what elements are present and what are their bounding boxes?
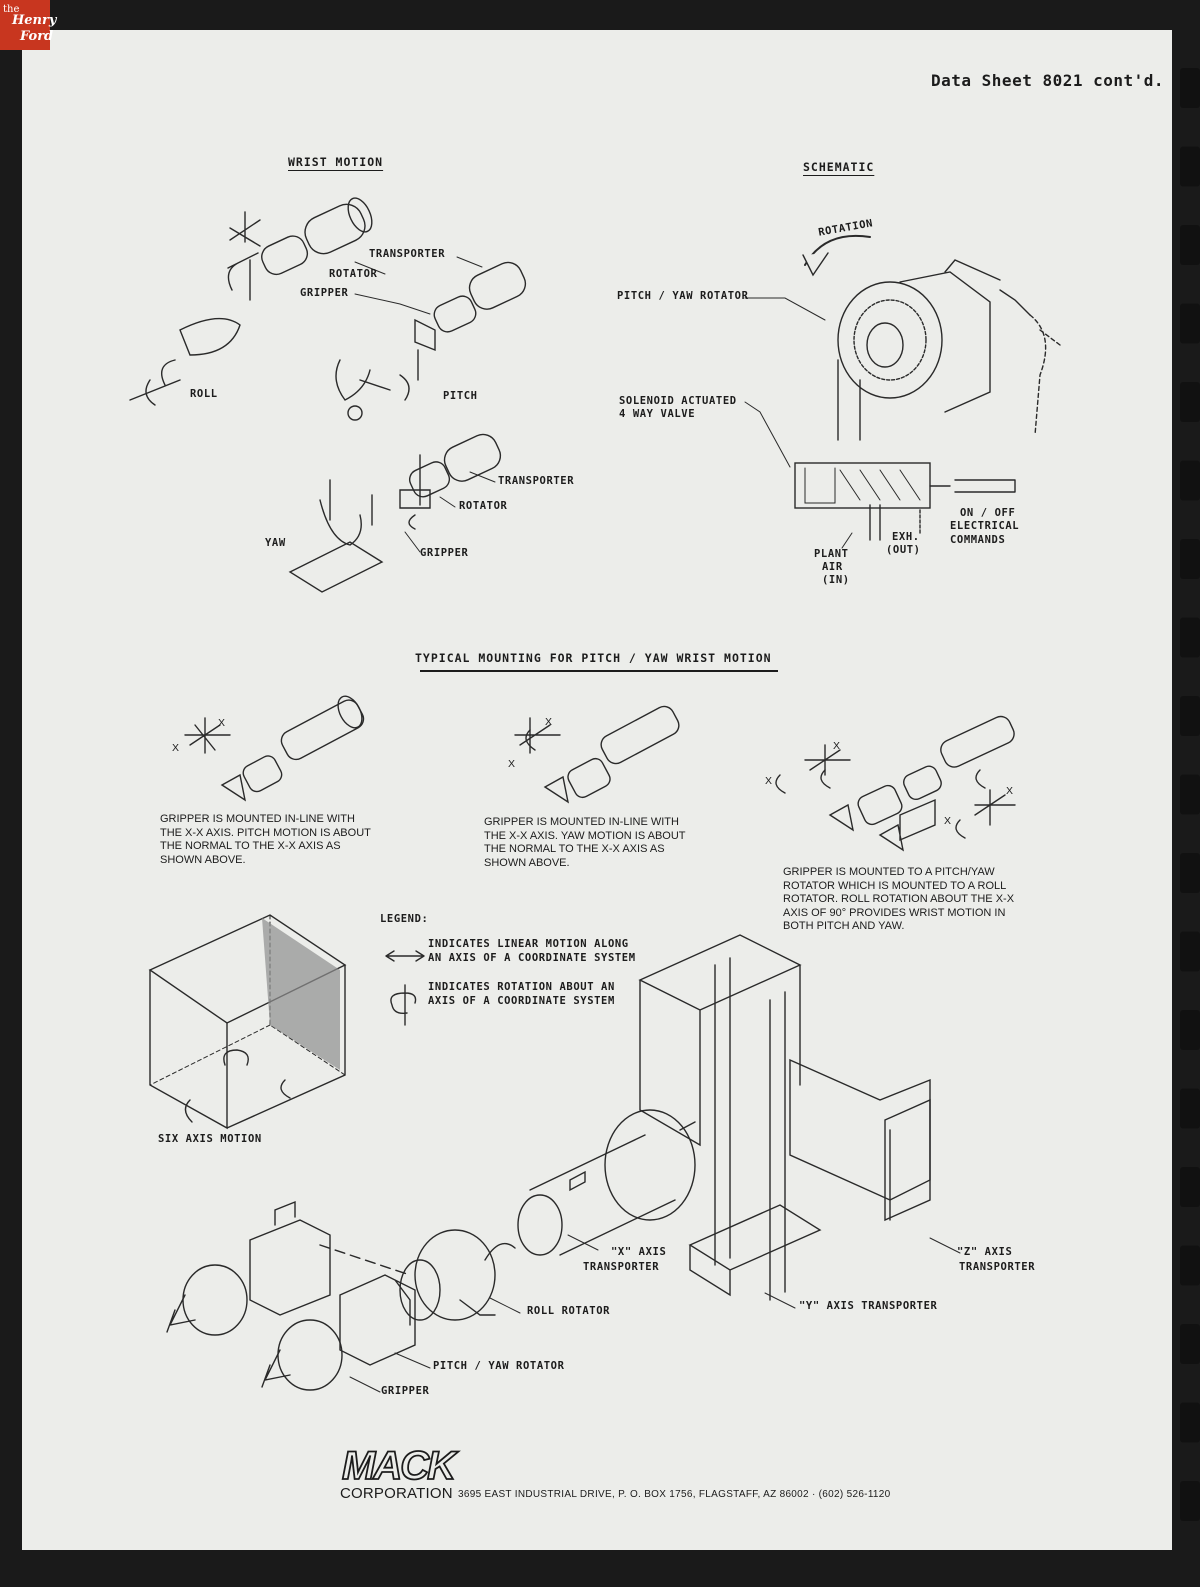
binding-ring xyxy=(1180,460,1200,501)
footer-corporation: CORPORATION xyxy=(340,1485,453,1502)
six-axis-label: SIX AXIS MOTION xyxy=(158,1133,262,1145)
mounting-caption-2: GRIPPER IS MOUNTED IN-LINE WITH THE X-X … xyxy=(484,816,686,869)
legend-title: LEGEND: xyxy=(380,913,429,925)
axis-label: X xyxy=(1006,785,1014,797)
page-title: Data Sheet 8021 cont'd. xyxy=(931,71,1165,90)
binding-ring xyxy=(1180,539,1200,579)
legend-linear-line2: AN AXIS OF A COORDINATE SYSTEM xyxy=(428,952,636,964)
label-exh-line1: EXH. xyxy=(892,531,920,543)
six-axis-cube-drawing xyxy=(148,914,347,1130)
label-plant-line1: PLANT xyxy=(814,548,849,560)
binding-ring xyxy=(1180,382,1200,422)
binding-ring xyxy=(1180,1245,1200,1286)
binding-ring xyxy=(1180,774,1200,815)
label-valve-line1: SOLENOID ACTUATED xyxy=(619,395,737,407)
binding-ring xyxy=(1180,696,1200,736)
wrist-roll-pitch-drawing xyxy=(129,197,527,421)
axis-label: X xyxy=(172,742,180,754)
label-pitch-yaw-rotator-assembly: PITCH / YAW ROTATOR xyxy=(433,1360,565,1372)
label-gripper-2: GRIPPER xyxy=(420,547,469,559)
label-onoff-line2: ELECTRICAL xyxy=(950,520,1020,532)
binding-ring xyxy=(1180,1402,1200,1443)
spiral-binding xyxy=(1180,68,1200,1521)
label-transporter: TRANSPORTER xyxy=(369,248,446,260)
label-x-axis-line2: TRANSPORTER xyxy=(583,1261,660,1273)
mounting-drawing-1 xyxy=(184,695,365,802)
label-gripper-assembly: GRIPPER xyxy=(381,1385,430,1397)
legend-linear-line1: INDICATES LINEAR MOTION ALONG xyxy=(428,938,629,950)
label-plant-line3: (IN) xyxy=(822,574,850,586)
mounting-caption-1: GRIPPER IS MOUNTED IN-LINE WITH THE X-X … xyxy=(160,813,371,866)
binding-ring xyxy=(1180,1324,1200,1364)
label-plant-line2: AIR xyxy=(822,561,843,573)
axis-label: X xyxy=(218,717,226,729)
label-rotator: ROTATOR xyxy=(329,268,378,280)
label-exh-line2: (OUT) xyxy=(886,544,921,556)
label-roll-rotator: ROLL ROTATOR xyxy=(527,1305,611,1317)
legend-symbols xyxy=(385,950,425,1026)
label-onoff-line3: COMMANDS xyxy=(950,534,1006,546)
binding-ring xyxy=(1180,146,1200,187)
footer-address: 3695 EAST INDUSTRIAL DRIVE, P. O. BOX 17… xyxy=(458,1489,891,1500)
label-transporter-2: TRANSPORTER xyxy=(498,475,575,487)
label-rotator-2: ROTATOR xyxy=(459,500,508,512)
binding-ring xyxy=(1180,225,1200,265)
binding-ring xyxy=(1180,1167,1200,1207)
mounting-caption-3: GRIPPER IS MOUNTED TO A PITCH/YAW ROTATO… xyxy=(783,866,1015,932)
legend-rotation-line2: AXIS OF A COORDINATE SYSTEM xyxy=(428,995,615,1007)
binding-ring xyxy=(1180,1010,1200,1050)
label-x-axis-line1: "X" AXIS xyxy=(611,1246,667,1258)
binding-ring xyxy=(1180,68,1200,108)
binding-ring xyxy=(1180,303,1200,344)
label-pitch-yaw-rotator: PITCH / YAW ROTATOR xyxy=(617,290,749,302)
wrist-motion-heading: WRIST MOTION xyxy=(288,155,384,169)
binding-ring xyxy=(1180,853,1200,893)
axis-label: X xyxy=(545,716,553,728)
label-valve-line2: 4 WAY VALVE xyxy=(619,408,696,420)
axis-label: X xyxy=(833,740,841,752)
mounting-drawing-2 xyxy=(514,705,680,804)
label-roll: ROLL xyxy=(190,388,218,400)
binding-ring xyxy=(1180,1481,1200,1521)
label-gripper: GRIPPER xyxy=(300,287,349,299)
robot-assembly-drawing xyxy=(166,934,931,1391)
wrist-yaw-drawing xyxy=(288,433,502,593)
axis-label: X xyxy=(765,775,773,787)
mounting-drawing-3 xyxy=(775,715,1016,852)
label-y-axis: "Y" AXIS TRANSPORTER xyxy=(799,1300,938,1312)
leader-lines xyxy=(349,256,961,1393)
henry-ford-logo: the Henry Ford xyxy=(0,0,56,50)
schematic-heading: SCHEMATIC xyxy=(803,160,875,174)
binding-ring xyxy=(1180,931,1200,972)
svg-text:MACK: MACK xyxy=(342,1444,459,1487)
legend-rotation-line1: INDICATES ROTATION ABOUT AN xyxy=(428,981,615,993)
mack-logo: MACK xyxy=(341,1443,462,1487)
label-yaw: YAW xyxy=(265,537,286,549)
label-onoff-line1: ON / OFF xyxy=(960,507,1016,519)
binding-ring xyxy=(1180,617,1200,658)
typical-mounting-underline xyxy=(420,670,778,672)
label-z-axis-line2: TRANSPORTER xyxy=(959,1261,1036,1273)
typical-mounting-heading: TYPICAL MOUNTING FOR PITCH / YAW WRIST M… xyxy=(415,651,772,665)
axis-label: X xyxy=(944,815,952,827)
label-pitch: PITCH xyxy=(443,390,478,402)
axis-label: X xyxy=(508,758,516,770)
schematic-drawing xyxy=(794,234,1061,541)
label-z-axis-line1: "Z" AXIS xyxy=(957,1246,1013,1258)
binding-ring xyxy=(1180,1088,1200,1129)
